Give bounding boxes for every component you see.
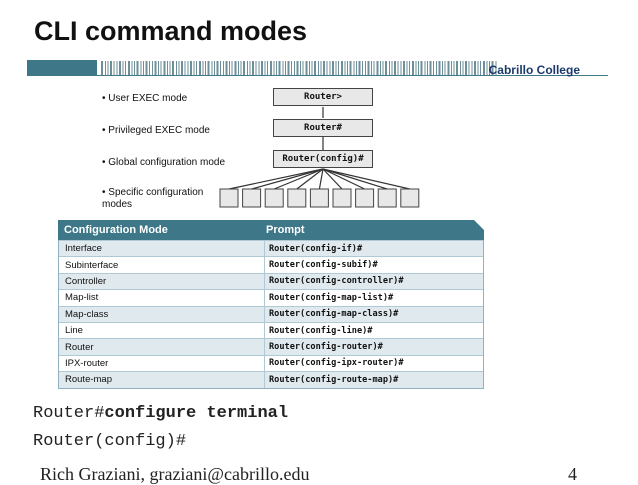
- table-row: Map-class Router(config-map-class)#: [59, 305, 483, 322]
- cell-prompt: Router(config-if)#: [269, 243, 363, 254]
- cell-mode: Map-list: [59, 290, 265, 306]
- specific-mode-box: [332, 188, 352, 208]
- college-name: Cabrillo College: [488, 63, 580, 77]
- cell-prompt: Router(config-route-map)#: [269, 374, 399, 385]
- mode-label-user-exec: • User EXEC mode: [102, 93, 188, 104]
- specific-mode-box: [309, 188, 329, 208]
- mode-label-specific-config: • Specific configuration modes: [102, 187, 204, 210]
- specific-mode-box: [355, 188, 375, 208]
- connector-leaf: [228, 168, 324, 190]
- connector-leaf: [273, 168, 324, 190]
- mode-label-privileged-exec: • Privileged EXEC mode: [102, 125, 210, 136]
- table-row: Controller Router(config-controller)#: [59, 272, 483, 290]
- connector-leaf: [322, 168, 343, 190]
- cell-mode: Route-map: [59, 372, 265, 388]
- connector-leaf: [318, 168, 324, 190]
- cell-mode: Interface: [59, 241, 265, 257]
- cell-mode: Map-class: [59, 306, 265, 322]
- cli-line-1: Router#configure terminal: [33, 404, 288, 423]
- cell-mode: Subinterface: [59, 257, 265, 273]
- table-row: Map-list Router(config-map-list)#: [59, 289, 483, 306]
- cli-line-2: Router(config)#: [33, 432, 187, 451]
- cli-prompt: Router#: [33, 404, 105, 423]
- mode-label-global-config: • Global configuration mode: [102, 157, 226, 168]
- cell-mode: Line: [59, 322, 265, 339]
- connector-leaf: [322, 168, 365, 190]
- slide-title: CLI command modes: [34, 16, 308, 46]
- page-number: 4: [568, 464, 577, 484]
- cell-mode: Controller: [59, 273, 265, 290]
- cell-mode: Router: [59, 339, 265, 355]
- prompt-box-privileged-exec: Router#: [273, 119, 373, 137]
- column-header-prompt: Prompt: [266, 224, 305, 236]
- cell-prompt: Router(config-router)#: [269, 342, 383, 353]
- connector-leaf: [322, 168, 410, 190]
- specific-mode-box: [264, 188, 284, 208]
- cell-prompt: Router(config-controller)#: [269, 276, 404, 287]
- prompt-box-global-config: Router(config)#: [273, 150, 373, 168]
- cli-command: configure terminal: [104, 404, 289, 423]
- table-row: Interface Router(config-if)#: [59, 240, 483, 257]
- cell-prompt: Router(config-subif)#: [269, 260, 378, 271]
- footer-author: Rich Graziani, graziani@cabrillo.edu: [40, 464, 310, 484]
- specific-mode-box: [219, 188, 239, 208]
- connector-leaf: [322, 168, 388, 190]
- column-header-mode: Configuration Mode: [64, 224, 168, 236]
- table-row: Router Router(config-router)#: [59, 338, 483, 355]
- table-row: IPX-router Router(config-ipx-router)#: [59, 354, 483, 372]
- header-bar: [27, 60, 608, 76]
- cell-prompt: Router(config-line)#: [269, 325, 373, 336]
- table-row: Subinterface Router(config-subif)#: [59, 256, 483, 273]
- cell-mode: IPX-router: [59, 355, 265, 372]
- table-row: Route-map Router(config-route-map)#: [59, 371, 483, 388]
- table-row: Line Router(config-line)#: [59, 321, 483, 339]
- cell-prompt: Router(config-ipx-router)#: [269, 358, 404, 369]
- prompt-box-user-exec: Router>: [273, 88, 373, 106]
- table-header: Configuration Mode Prompt: [58, 220, 484, 240]
- cell-prompt: Router(config-map-class)#: [269, 309, 399, 320]
- specific-mode-box: [287, 188, 307, 208]
- cell-prompt: Router(config-map-list)#: [269, 292, 394, 303]
- specific-mode-box: [242, 188, 262, 208]
- connector-leaf: [251, 168, 324, 190]
- specific-mode-box: [377, 188, 397, 208]
- specific-mode-box: [400, 188, 420, 208]
- connector-leaf: [296, 168, 324, 190]
